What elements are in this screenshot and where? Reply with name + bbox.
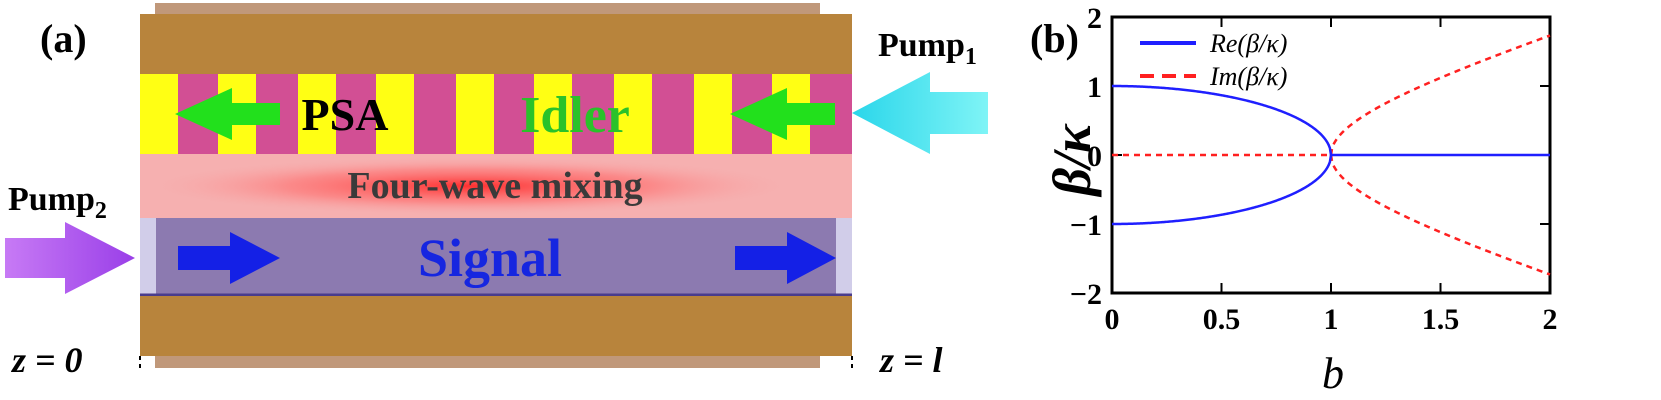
pump1-subscript: 1 [965,44,977,70]
grating-stripe [140,74,178,154]
grating-stripe [694,74,732,154]
curves [1112,34,1551,276]
signal-left-edge [140,218,156,296]
y-tick-label: 0 [1087,140,1102,173]
pump2-subscript: 2 [95,198,107,224]
x-tick-label: 1.5 [1422,303,1460,336]
im-curve-lower [1329,154,1551,276]
x-tick-label: 0 [1105,303,1120,336]
panel-b-chart: (b) 0 0.5 1 1.5 2 2 1 0 −1 −2 Re(β/κ) Im(β/κ) β/κ… [1030,2,1558,398]
bottom-cladding-edge [155,356,820,368]
pump1-arrow [852,72,988,154]
idler-arrow-right [730,88,835,140]
x-tick-label: 0.5 [1203,303,1241,336]
pump2-label-text: Pump2 [8,181,107,224]
grating-stripe [376,74,414,154]
top-metal-cladding [140,14,852,74]
pump1-label: Pump [878,27,965,64]
im-curve-upper [1329,34,1551,156]
panel-b-label: (b) [1030,16,1079,61]
signal-arrow-left [178,232,280,284]
grating-stripe [534,74,572,154]
y-tick-label: 1 [1087,71,1102,104]
legend-re-text: Re(β/κ) [1209,29,1287,58]
grating-stripe [614,74,652,154]
legend-im-text: Im(β/κ) [1209,62,1287,91]
y-axis-label: β/κ [1042,123,1102,198]
grating-stripe [298,74,336,154]
signal-label: Signal [418,228,562,288]
pump2-label: Pump [8,181,95,218]
x-axis-label: b [1322,349,1344,398]
pump1-label-text: Pump1 [878,27,977,70]
tick-labels: 0 0.5 1 1.5 2 2 1 0 −1 −2 [1070,2,1558,336]
top-cladding-edge [155,3,820,15]
idler-arrow-left [175,88,280,140]
re-curve-lower [1112,154,1333,226]
y-tick-label: −2 [1070,278,1102,311]
y-tick-label: 2 [1087,2,1102,35]
panel-a-label: (a) [40,16,87,61]
fwm-label: Four-wave mixing [347,165,642,207]
z-end-label: z = l [878,340,943,380]
y-tick-label: −1 [1070,209,1102,242]
legend: Re(β/κ) Im(β/κ) [1140,29,1287,91]
fwm-glow [140,156,800,216]
grating-stripe [456,74,494,154]
pump2-arrow [5,222,135,294]
z-start-label: z = 0 [10,340,83,380]
panel-a-device-schematic: (a) Pump1 Pump2 PSA Idler Four-wave mixi… [5,3,988,380]
signal-right-edge [836,218,852,296]
x-tick-label: 1 [1324,303,1339,336]
psa-label: PSA [302,89,389,140]
re-curve-upper [1112,84,1333,156]
signal-arrow-right [735,232,836,284]
idler-label: Idler [520,87,630,144]
bottom-metal-cladding [140,296,852,356]
x-tick-label: 2 [1543,303,1558,336]
